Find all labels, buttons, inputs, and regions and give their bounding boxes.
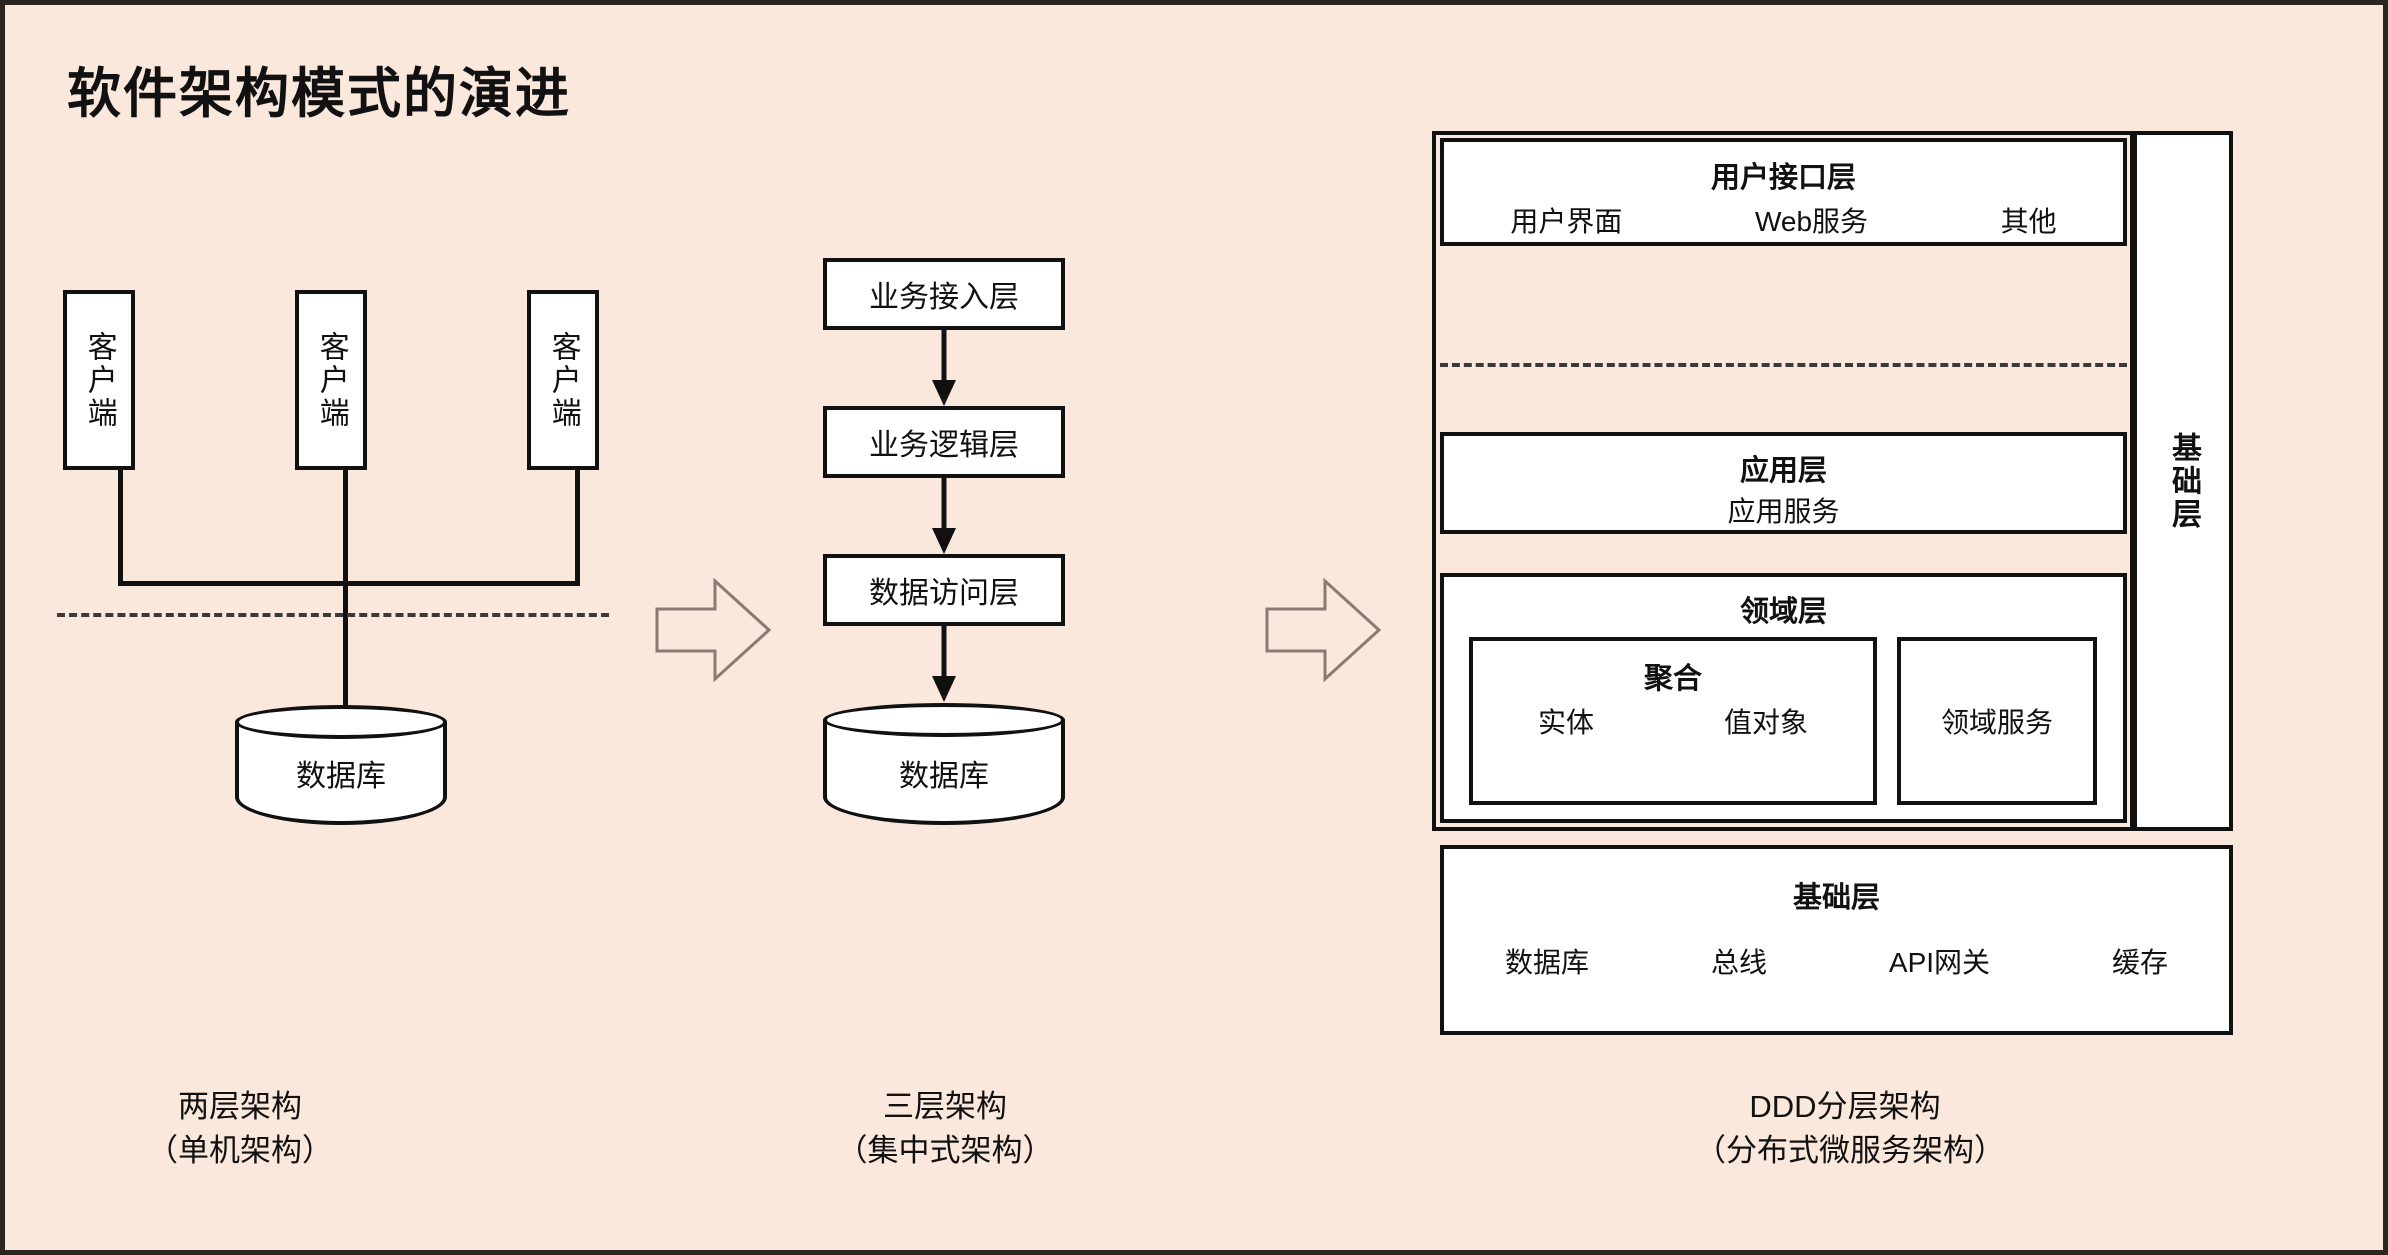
ddd-separator-dashed xyxy=(1440,363,2127,367)
domain-layer-title: 领域层 xyxy=(1739,596,1827,628)
client-box: 客户端 xyxy=(63,290,135,470)
aggregate-title: 聚合 xyxy=(1643,663,1702,695)
client-box: 客户端 xyxy=(295,290,367,470)
database-label: 数据库 xyxy=(296,760,386,793)
ddd-layer-infrastructure: 基础层 数据库 总线 API网关 缓存 xyxy=(1440,845,2233,1035)
cylinder-body xyxy=(823,720,1065,825)
infra-item: 缓存 xyxy=(2112,947,2169,978)
infra-item: API网关 xyxy=(1888,947,1991,978)
arrow-three-to-ddd-icon xyxy=(1265,577,1382,683)
client-bus-line xyxy=(118,581,580,586)
cylinder-body xyxy=(235,722,447,825)
app-item: 应用服务 xyxy=(1727,496,1840,527)
cylinder-top-ellipse xyxy=(823,703,1065,737)
ui-item: Web服务 xyxy=(1754,206,1869,237)
arrow-down-icon xyxy=(932,626,956,702)
infra-item: 数据库 xyxy=(1504,947,1589,978)
ui-layer-title: 用户接口层 xyxy=(1710,162,1856,194)
two-tier-caption: 两层架构 （单机架构） xyxy=(147,1089,333,1169)
ddd-layer-ui: 用户接口层 用户界面 Web服务 其他 xyxy=(1440,138,2127,246)
infra-side-column: 基础层 xyxy=(2133,131,2233,831)
client-label: 客户端 xyxy=(82,330,116,430)
ui-layer-items: 用户界面 Web服务 其他 xyxy=(1444,200,2123,240)
ui-item: 用户界面 xyxy=(1510,206,1623,237)
cylinder-top-ellipse xyxy=(235,705,447,739)
arrow-down-icon xyxy=(932,478,956,554)
app-layer-items: 应用服务 xyxy=(1444,490,2123,530)
infra-layer-title: 基础层 xyxy=(1792,882,1880,914)
domain-service-label: 领域服务 xyxy=(1940,707,2053,738)
infra-layer-items: 数据库 总线 API网关 缓存 xyxy=(1444,941,2229,981)
client-label: 客户端 xyxy=(314,330,348,430)
tier-separator-dashed xyxy=(57,613,609,617)
ui-item: 其他 xyxy=(2000,206,2057,237)
ddd-caption: DDD分层架构 （分布式微服务架构） xyxy=(1695,1089,2005,1169)
aggregate-box: 聚合 实体 值对象 xyxy=(1469,637,1877,805)
client-label: 客户端 xyxy=(546,330,580,430)
database-label: 数据库 xyxy=(899,760,989,793)
tier-box-access: 业务接入层 xyxy=(823,258,1065,330)
arrow-two-to-three-icon xyxy=(655,577,772,683)
three-tier-caption: 三层架构 （集中式架构） xyxy=(836,1089,1054,1169)
client-box: 客户端 xyxy=(527,290,599,470)
infra-side-label: 基础层 xyxy=(2167,431,2200,531)
page-title: 软件架构模式的演进 xyxy=(67,64,571,124)
aggregate-item: 值对象 xyxy=(1723,707,1808,738)
aggregate-items: 实体 值对象 xyxy=(1473,701,1873,741)
aggregate-item: 实体 xyxy=(1537,707,1594,738)
client-connector-center xyxy=(343,470,348,720)
database-cylinder: 数据库 xyxy=(235,705,447,825)
client-connector-left xyxy=(118,470,123,585)
app-layer-title: 应用层 xyxy=(1739,455,1827,487)
tier-box-logic: 业务逻辑层 xyxy=(823,406,1065,478)
arrow-down-icon xyxy=(932,330,956,406)
infra-item: 总线 xyxy=(1710,947,1767,978)
database-cylinder: 数据库 xyxy=(823,703,1065,825)
tier-box-data-access: 数据访问层 xyxy=(823,554,1065,626)
client-connector-right xyxy=(575,470,580,585)
ddd-layer-domain: 领域层 聚合 实体 值对象 领域服务 xyxy=(1440,573,2127,823)
ddd-layer-application: 应用层 应用服务 xyxy=(1440,432,2127,534)
domain-service-box: 领域服务 xyxy=(1897,637,2097,805)
ddd-outer-frame xyxy=(1432,131,2134,831)
